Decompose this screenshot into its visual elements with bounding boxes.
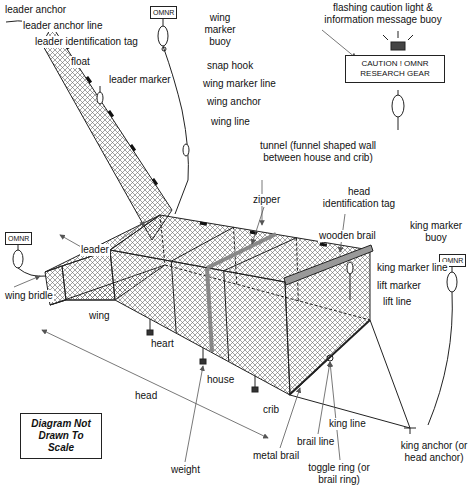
part-label: lift line (382, 296, 412, 308)
part-label: weight (170, 464, 201, 476)
part-label: leader anchor (4, 4, 67, 16)
part-label: flashing caution light & information mes… (318, 2, 448, 26)
part-label: leader (80, 244, 110, 256)
part-label: house (206, 374, 235, 386)
part-label: head identification tag (318, 186, 400, 210)
node-text: Diagram Not Drawn To Scale (27, 418, 95, 454)
part-label: leader identification tag (34, 36, 139, 48)
note-box: Diagram Not Drawn To Scale (20, 413, 102, 459)
node-text: OMNR (8, 234, 29, 243)
buoy-flag: OMNR (150, 6, 177, 19)
part-label: crib (262, 404, 280, 416)
part-label: toggle ring (or brail ring) (300, 462, 378, 486)
part-label: king marker line (376, 262, 449, 274)
node-text: CAUTION ! OMNR RESEARCH GEAR (350, 59, 440, 79)
node-text: OMNR (153, 8, 174, 17)
part-label: wing line (210, 116, 251, 128)
part-label: king line (328, 418, 367, 430)
part-label: metal brail (252, 450, 300, 462)
part-label: king marker buoy (402, 220, 470, 244)
part-label: brail line (296, 436, 335, 448)
caution-sign: CAUTION ! OMNR RESEARCH GEAR (345, 55, 445, 83)
part-label: leader anchor line (22, 20, 104, 32)
part-label: leader marker (108, 74, 172, 86)
part-label: zipper (252, 194, 281, 206)
part-label: snap hook (206, 60, 254, 72)
part-label: head (134, 390, 158, 402)
part-label: wing marker buoy (194, 12, 246, 48)
part-label: tunnel (funnel shaped wall between house… (258, 140, 378, 164)
part-label: heart (150, 338, 175, 350)
part-label: wing bridle (4, 290, 54, 302)
part-label: float (70, 56, 91, 68)
part-label: king anchor (or head anchor) (397, 440, 471, 464)
part-label: wooden brail (318, 230, 377, 242)
part-label: wing anchor (206, 96, 262, 108)
part-label: wing marker line (202, 78, 277, 90)
part-label: lift marker (376, 280, 422, 292)
part-label: wing (88, 310, 111, 322)
buoy-flag: OMNR (5, 232, 32, 245)
